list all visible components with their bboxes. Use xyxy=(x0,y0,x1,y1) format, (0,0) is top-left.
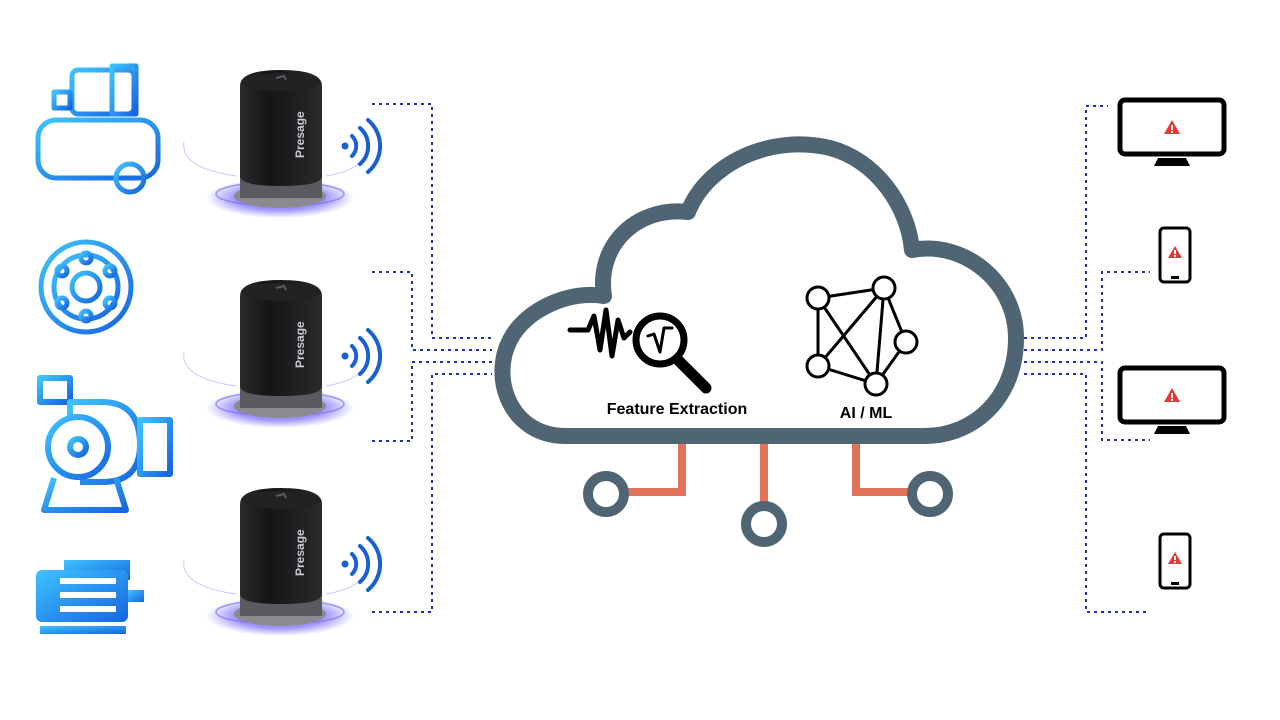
cloud-to-device-connectors xyxy=(1024,105,1150,613)
cloud-outline xyxy=(494,136,1024,444)
cloud: Feature Extraction AI / ML xyxy=(494,136,1024,547)
air-compressor-icon xyxy=(35,63,161,195)
monitor-alert-icon xyxy=(1120,100,1224,166)
ai-ml-label: AI / ML xyxy=(840,405,893,422)
bearing-icon xyxy=(38,239,134,335)
vibration-sensor-1: Presage xyxy=(181,68,383,220)
feature-extraction-label: Feature Extraction xyxy=(607,401,747,418)
sensor-to-cloud-connectors xyxy=(372,103,492,613)
electric-motor-icon xyxy=(36,560,144,634)
phone-alert-icon xyxy=(1158,532,1192,590)
cloud-circuit xyxy=(583,444,953,547)
sensor-brand-label: Presage xyxy=(293,111,307,158)
vibration-sensor-3: Presage xyxy=(181,486,383,638)
monitor-alert-icon xyxy=(1120,368,1224,434)
phone-alert-icon xyxy=(1158,226,1192,284)
centrifugal-pump-icon xyxy=(37,375,173,513)
sensor-brand-label: Presage xyxy=(293,321,307,368)
vibration-sensor-2: Presage xyxy=(181,278,383,430)
neural-network-icon xyxy=(805,275,919,397)
sensor-brand-label: Presage xyxy=(293,529,307,576)
feature-extraction-icon xyxy=(567,307,712,394)
